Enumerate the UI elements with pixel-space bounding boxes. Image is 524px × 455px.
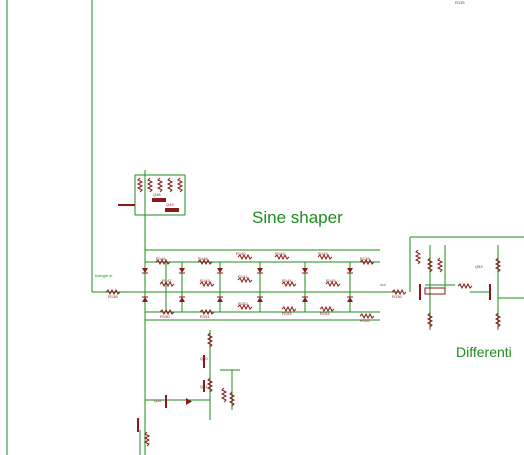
frame-wires [6, 0, 93, 455]
differential-title: Differenti [456, 344, 512, 360]
label-r154: R154 [320, 311, 330, 316]
lower-current-source [137, 330, 240, 455]
label-r145: R145 [326, 278, 336, 283]
label-r153: R153 [282, 311, 292, 316]
label-r148: R148 [198, 256, 208, 261]
component-labels: R138 R146 R147 R148 R140 R141 R149 R142 … [108, 0, 483, 403]
label-r141: R141 [238, 274, 248, 279]
differential-section [409, 236, 524, 330]
label-r144: R144 [282, 278, 292, 283]
bias-cluster [118, 174, 186, 240]
label-r136: R136 [392, 294, 402, 299]
label-q50: Q50 [200, 356, 208, 361]
label-r152: R152 [238, 301, 248, 306]
label-r143: R143 [318, 251, 328, 256]
label-r146: R146 [156, 256, 166, 261]
label-q53: Q53 [475, 264, 483, 269]
sine-shaper-title: Sine shaper [252, 208, 343, 227]
label-q48: Q48 [153, 192, 161, 197]
label-r147: R147 [162, 278, 172, 283]
label-r150: R150 [160, 314, 170, 319]
label-r139: R139 [360, 256, 370, 261]
label-q49: Q49 [166, 202, 174, 207]
label-r151: R151 [200, 314, 210, 319]
label-r135: R135 [455, 0, 465, 5]
label-r138: R138 [108, 294, 118, 299]
label-r155: R155 [360, 318, 370, 323]
net-label-triangle-in: triangle in [95, 273, 112, 278]
label-r142: R142 [275, 251, 285, 256]
label-q51: Q51 [200, 384, 208, 389]
label-q52: Q52 [154, 398, 162, 403]
net-label-out: out [380, 282, 386, 287]
label-r140: R140 [236, 251, 246, 256]
upper-resistors [155, 254, 375, 265]
label-r149: R149 [200, 278, 210, 283]
sine-shaper-wiring [92, 170, 400, 455]
